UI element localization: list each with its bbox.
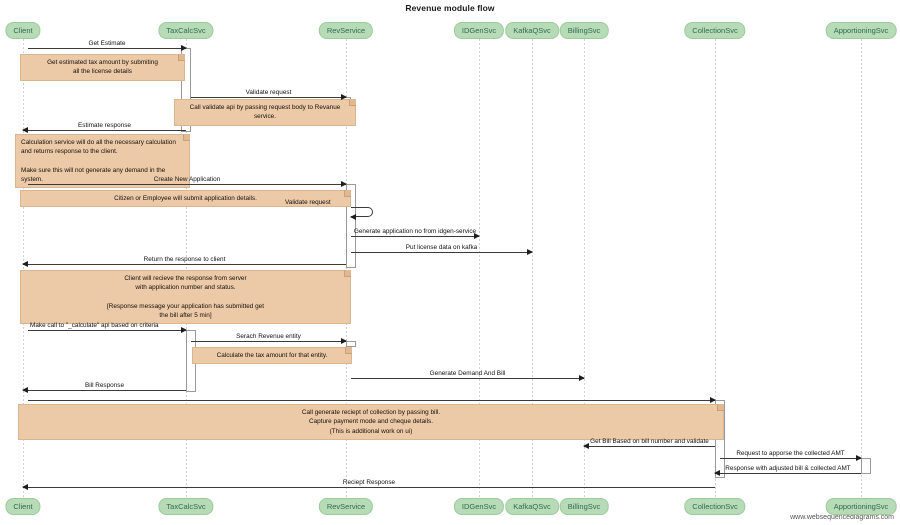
message-label-m11: Generate Demand And Bill <box>429 370 506 377</box>
message-arrow-m14: Get Bill Based on bill number and valida… <box>583 438 715 449</box>
note-fold-corner-icon <box>344 190 351 197</box>
lifeline-client <box>23 39 24 498</box>
note-n2: Call validate api by passing request bod… <box>174 99 356 126</box>
note-fold-corner-icon <box>717 404 724 411</box>
participant-footer-taxcalcsvc[interactable]: TaxCalcSvc <box>158 498 214 515</box>
arrow-head-left-icon <box>350 213 356 220</box>
participant-header-billingsvc[interactable]: BillingSvc <box>559 22 609 39</box>
note-fold-corner-icon <box>183 134 190 141</box>
watermark-footer: www.websequencediagrams.com <box>790 514 894 521</box>
message-label-m5: Validate request <box>285 199 331 206</box>
note-n5: Client will recieve the response from se… <box>20 270 351 325</box>
participant-header-client[interactable]: Client <box>5 22 41 39</box>
participant-footer-revservice[interactable]: RevService <box>318 498 374 515</box>
lifeline-collectionsvc <box>715 39 716 498</box>
arrow-head-right-icon <box>341 338 347 344</box>
message-label-m3: Estimate response <box>78 122 131 129</box>
note-n4: Citizen or Employee will submit applicat… <box>20 190 351 208</box>
message-label-m4: Create New Application <box>153 176 221 183</box>
message-arrow-m16: Response with adjusted bill & collected … <box>714 465 861 476</box>
message-arrow-m11: Generate Demand And Bill <box>351 370 585 381</box>
arrow-head-left-icon <box>22 127 28 133</box>
message-arrow-m4: Create New Application <box>28 176 347 187</box>
message-label-m12: Bill Response <box>84 382 125 389</box>
note-n6: Calculate the tax amount for that entity… <box>192 347 352 365</box>
message-arrow-m9: Make call to "_calculate" api based on c… <box>28 322 187 333</box>
arrow-head-left-icon <box>22 387 28 393</box>
note-n7: Call generate reciept of collection by p… <box>18 404 724 440</box>
lifeline-revservice <box>346 39 347 498</box>
message-label-m10: Serach Revenue entity <box>236 333 301 340</box>
message-arrow-m3: Estimate response <box>22 122 186 133</box>
participant-header-apportioningsvc[interactable]: ApportioningSvc <box>825 22 897 39</box>
diagram-title: Revenue module flow <box>405 3 495 13</box>
participant-header-collectionsvc[interactable]: CollectionSvc <box>684 22 746 39</box>
note-fold-corner-icon <box>178 54 185 61</box>
message-label-m9: Make call to "_calculate" api based on c… <box>30 322 159 329</box>
arrow-head-left-icon <box>714 470 720 476</box>
message-label-m7: Put license data on kafka <box>405 244 478 251</box>
lifeline-billingsvc <box>584 39 585 498</box>
arrow-head-right-icon <box>341 181 347 187</box>
message-label-m14: Get Bill Based on bill number and valida… <box>590 438 709 445</box>
message-arrow-m8: Return the response to client <box>22 256 346 267</box>
message-arrow-m1: Get Estimate <box>28 40 187 51</box>
note-fold-corner-icon <box>349 99 356 106</box>
participant-footer-kafkaqsvc[interactable]: KafkaQSvc <box>505 498 559 515</box>
message-arrow-m13 <box>28 397 716 403</box>
message-arrow-m7: Put license data on kafka <box>351 244 533 255</box>
activation-bar-revservice <box>346 341 356 347</box>
note-fold-corner-icon <box>345 347 352 354</box>
message-label-m8: Return the response to client <box>143 256 226 263</box>
message-arrow-m15: Request to apporse the collected AMT <box>720 450 862 461</box>
arrow-head-right-icon <box>579 375 585 381</box>
participant-header-kafkaqsvc[interactable]: KafkaQSvc <box>505 22 559 39</box>
arrow-head-left-icon <box>22 484 28 490</box>
participant-header-revservice[interactable]: RevService <box>318 22 374 39</box>
arrow-head-right-icon <box>341 94 347 100</box>
message-label-m1: Get Estimate <box>88 40 126 47</box>
message-arrow-m12: Bill Response <box>22 382 186 393</box>
participant-footer-client[interactable]: Client <box>5 498 41 515</box>
message-arrow-m17: Reciept Response <box>22 479 715 490</box>
arrow-head-right-icon <box>856 455 862 461</box>
self-message-m5 <box>350 207 373 220</box>
arrow-head-right-icon <box>181 327 187 333</box>
participant-footer-idgensvc[interactable]: IDGenSvc <box>453 498 505 515</box>
message-arrow-m10: Serach Revenue entity <box>191 333 347 344</box>
message-arrow-m2: Validate request <box>191 89 347 100</box>
lifeline-apportioningsvc <box>861 39 862 498</box>
note-n3: Calculation service will do all the nece… <box>15 134 190 189</box>
arrow-head-right-icon <box>181 45 187 51</box>
arrow-head-right-icon <box>710 397 716 403</box>
participant-footer-collectionsvc[interactable]: CollectionSvc <box>684 498 746 515</box>
arrow-head-left-icon <box>583 443 589 449</box>
message-label-m6: Generate application no from idgen-servi… <box>353 228 477 235</box>
message-arrow-m6: Generate application no from idgen-servi… <box>351 228 480 239</box>
arrow-head-right-icon <box>474 233 480 239</box>
participant-header-idgensvc[interactable]: IDGenSvc <box>453 22 505 39</box>
activation-bar-apportioningsvc <box>861 458 871 474</box>
arrow-head-right-icon <box>527 249 533 255</box>
note-n1: Get estimated tax amount by submiting al… <box>20 54 185 81</box>
message-label-m15: Request to apporse the collected AMT <box>736 450 845 457</box>
message-label-m17: Reciept Response <box>342 479 396 486</box>
arrow-head-left-icon <box>22 261 28 267</box>
participant-footer-apportioningsvc[interactable]: ApportioningSvc <box>825 498 897 515</box>
message-label-m2: Validate request <box>245 89 292 96</box>
activation-bar-revservice <box>346 184 356 268</box>
lifeline-idgensvc <box>479 39 480 498</box>
lifeline-taxcalcsvc <box>186 39 187 498</box>
message-label-m16: Response with adjusted bill & collected … <box>725 465 851 472</box>
participant-footer-billingsvc[interactable]: BillingSvc <box>559 498 609 515</box>
note-fold-corner-icon <box>344 270 351 277</box>
lifeline-kafkaqsvc <box>532 39 533 498</box>
participant-header-taxcalcsvc[interactable]: TaxCalcSvc <box>158 22 214 39</box>
